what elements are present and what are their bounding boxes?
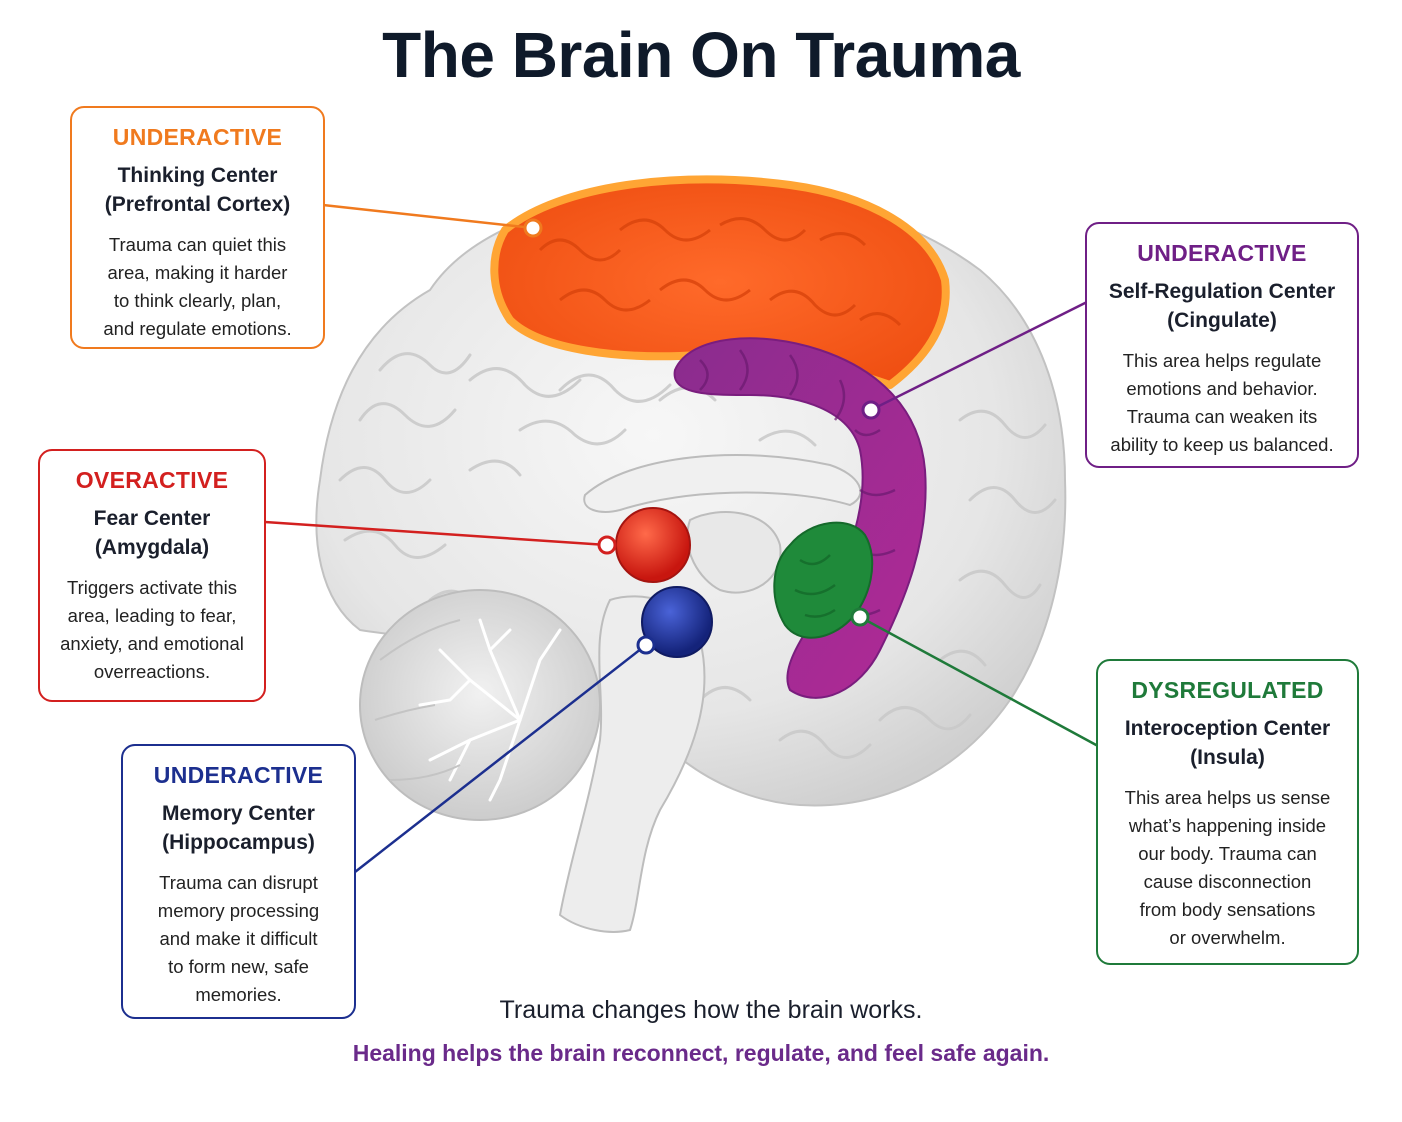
- hippocampus-leader-line: [354, 644, 647, 873]
- cingulate-status: UNDERACTIVE: [1137, 240, 1307, 266]
- thalamus: [686, 511, 782, 594]
- amygdala-description: Triggers activate this area, leading to …: [60, 577, 244, 682]
- footer-statement: Trauma changes how the brain works.: [499, 996, 923, 1024]
- hippocampus-description: Trauma can disrupt memory processing and…: [157, 872, 320, 1005]
- prefrontal-description: Trauma can quiet this area, making it ha…: [103, 234, 292, 339]
- insula-marker-dot: [850, 607, 870, 627]
- amygdala-name: Fear Center (Amygdala): [93, 507, 211, 559]
- hippocampus-callout: UNDERACTIVE Memory Center (Hippocampus) …: [121, 744, 356, 1019]
- footer-healing-message: Healing helps the brain reconnect, regul…: [352, 1040, 1050, 1066]
- corpus-callosum: [583, 454, 862, 513]
- hippocampus-region: [641, 586, 713, 658]
- cerebellum: [359, 589, 601, 821]
- hippocampus-marker-dot: [636, 635, 656, 655]
- insula-leader-line: [859, 615, 1099, 748]
- cingulate-callout: UNDERACTIVE Self-Regulation Center (Cing…: [1085, 222, 1359, 468]
- hippocampus-name: Memory Center (Hippocampus): [162, 802, 315, 854]
- amygdala-callout: OVERACTIVE Fear Center (Amygdala) Trigge…: [38, 449, 266, 702]
- gyri-texture: [338, 352, 1057, 759]
- prefrontal-callout: UNDERACTIVE Thinking Center (Prefrontal …: [70, 106, 325, 349]
- cingulate-marker-dot: [861, 400, 881, 420]
- amygdala-status: OVERACTIVE: [75, 467, 229, 493]
- page-title: The Brain On Trauma: [382, 19, 1020, 91]
- insula-callout: DYSREGULATED Interoception Center (Insul…: [1096, 659, 1359, 965]
- prefrontal-region: [490, 175, 950, 389]
- amygdala-region: [615, 507, 691, 583]
- insula-name: Interoception Center (Insula): [1124, 717, 1331, 769]
- amygdala-leader-line: [264, 520, 608, 547]
- insula-status: DYSREGULATED: [1131, 677, 1324, 703]
- prefrontal-status: UNDERACTIVE: [112, 124, 283, 150]
- prefrontal-leader-line: [322, 203, 534, 230]
- cingulate-description: This area helps regulate emotions and be…: [1110, 350, 1334, 455]
- insula-description: This area helps us sense what’s happenin…: [1124, 787, 1331, 948]
- cingulate-name: Self-Regulation Center (Cingulate): [1108, 280, 1336, 332]
- insula-region: [773, 521, 874, 639]
- amygdala-marker-dot: [597, 535, 617, 555]
- prefrontal-name: Thinking Center (Prefrontal Cortex): [104, 164, 291, 216]
- cingulate-leader-line: [870, 300, 1088, 412]
- cingulate-region: [673, 337, 927, 699]
- prefrontal-texture: [538, 217, 902, 327]
- hippocampus-status: UNDERACTIVE: [153, 762, 324, 788]
- prefrontal-marker-dot: [523, 218, 543, 238]
